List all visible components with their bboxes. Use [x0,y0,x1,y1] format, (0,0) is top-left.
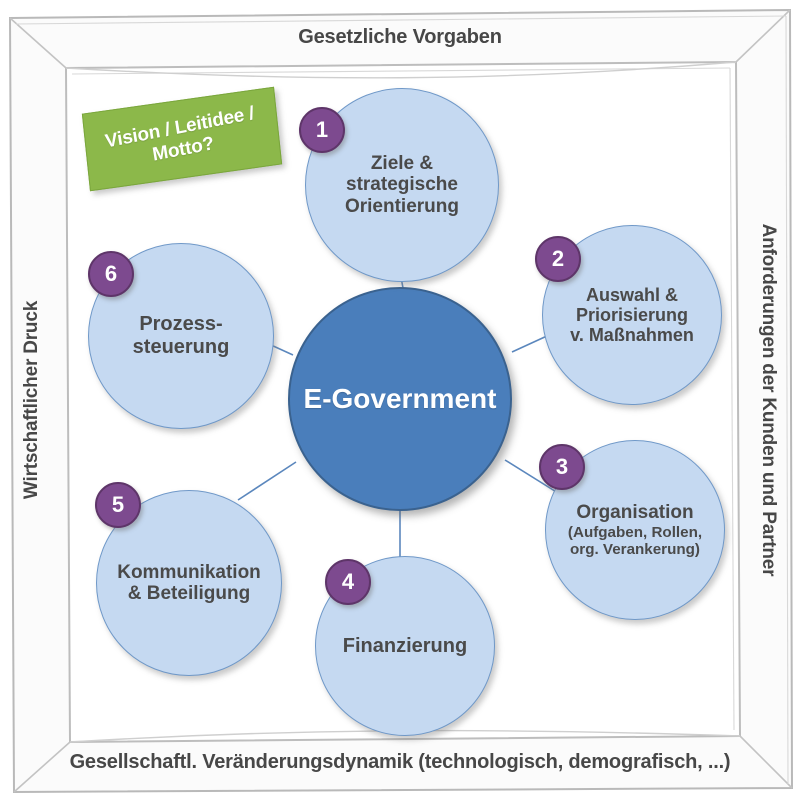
node-1-line-3: Orientierung [344,195,459,217]
vision-banner[interactable]: Vision / Leitidee / Motto? [81,86,283,192]
node-6-line-1: Prozess- [139,313,223,336]
node-2-line-1: Auswahl & [585,284,678,305]
node-3-line-1: Organisation [576,502,694,524]
node-6-label: Prozess- steuerung [127,313,236,358]
node-1-label: Ziele & strategische Orientierung [339,153,465,217]
node-5-badge-number: 5 [111,492,125,517]
node-2-label: Auswahl & Priorisierung v. Maßnahmen [564,285,700,346]
node-5-line-2: & Beteiligung [127,583,251,604]
node-1-badge[interactable]: 1 [299,107,345,153]
node-2-line-3: v. Maßnahmen [570,325,694,346]
node-2-badge[interactable]: 2 [535,236,581,282]
center-node-label: E-Government [303,383,497,414]
node-1-line-1: Ziele & [370,152,434,174]
connector-center-to-5 [237,461,297,501]
node-2-badge-number: 2 [551,246,565,271]
node-6-line-2: steuerung [132,336,230,358]
node-5-label: Kommunikation & Beteiligung [111,562,267,605]
node-6-badge-number: 6 [104,261,118,286]
frame-top-curve [65,61,737,79]
frame-label-right: Anforderungen der Kunden und Partner [758,223,779,577]
node-5-line-1: Kommunikation [117,561,261,583]
node-2-line-2: Priorisierung [575,304,688,325]
node-6-badge[interactable]: 6 [88,251,134,297]
frame-label-left: Wirtschaftlicher Druck [21,300,42,500]
node-4-label: Finanzierung [337,635,473,658]
node-4-line-1: Finanzierung [342,634,468,657]
node-3-badge[interactable]: 3 [539,444,585,490]
center-node-e-government[interactable]: E-Government [288,287,512,511]
frame-label-bottom: Gesellschaftl. Veränderungsdynamik (tech… [69,751,731,773]
node-4-badge-number: 4 [341,569,355,594]
node-3-badge-number: 3 [555,454,569,479]
node-1-badge-number: 1 [315,117,329,142]
node-1-line-2: strategische [346,174,458,196]
node-3-sublabel: (Aufgaben, Rollen, org. Verankerung) [567,523,703,558]
frame-label-top: Gesetzliche Vorgaben [298,26,502,48]
node-4-badge[interactable]: 4 [325,559,371,605]
node-5-badge[interactable]: 5 [95,482,141,528]
vision-banner-text: Vision / Leitidee / Motto? [104,102,260,175]
node-3-label: Organisation (Aufgaben, Rollen, org. Ver… [546,502,724,558]
